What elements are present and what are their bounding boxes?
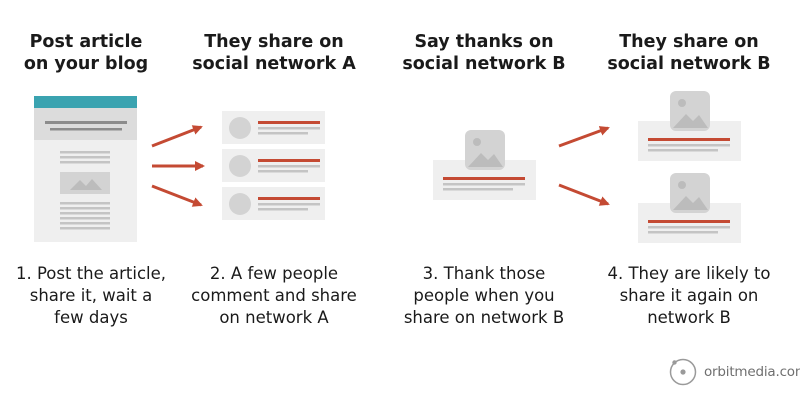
avatar-1 — [229, 117, 251, 139]
arrow-up — [151, 125, 203, 148]
step-3-caption: 3. Thank those people when you share on … — [403, 264, 565, 327]
orbitmedia-logo[interactable]: orbitmedia.com — [668, 356, 800, 388]
orbit-icon — [669, 358, 697, 386]
step-4-caption: 4. They are likely to share it again on … — [607, 264, 771, 327]
diagram-illustration — [34, 91, 741, 243]
arrow-up-b — [558, 126, 610, 148]
share-card-3 — [222, 187, 325, 220]
share-card-2 — [222, 149, 325, 182]
step-4-heading: They share on social network B — [607, 32, 771, 74]
step-2-caption: 2. A few people comment and share on net… — [191, 264, 357, 327]
step-2-heading: They share on social network A — [192, 32, 356, 74]
logo-text: orbitmedia.com — [704, 364, 800, 380]
arrows-to-network-b — [558, 126, 610, 206]
arrow-down — [151, 184, 203, 207]
arrow-down-b — [558, 183, 610, 206]
blog-page-illustration — [34, 96, 137, 242]
reshare-card-2 — [638, 173, 741, 243]
avatar-2 — [229, 155, 251, 177]
step-1-heading: Post article on your blog — [23, 32, 149, 74]
avatar-3 — [229, 193, 251, 215]
network-a-posts — [222, 111, 325, 220]
reshare-card-1 — [638, 91, 741, 161]
step-1-caption: 1. Post the article, share it, wait a fe… — [15, 264, 167, 327]
arrows-to-network-a — [151, 125, 205, 207]
share-card-1 — [222, 111, 325, 144]
thanks-post-illustration — [433, 130, 536, 200]
step-3-heading: Say thanks on social network B — [402, 32, 566, 74]
